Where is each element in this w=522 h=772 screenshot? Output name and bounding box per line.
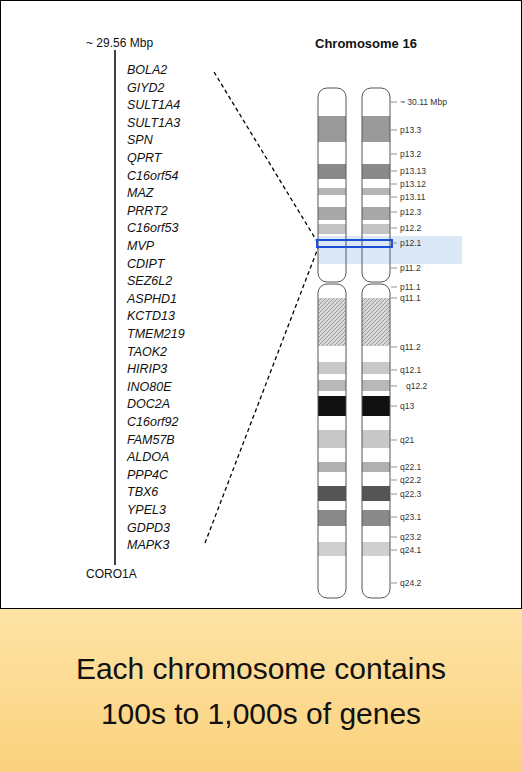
gene-name: SPN bbox=[127, 133, 153, 147]
band-label: q12.2 bbox=[406, 381, 427, 391]
gene-name: PPP4C bbox=[127, 468, 168, 482]
gene-name: PRRT2 bbox=[127, 204, 168, 218]
band-label: ~ 30.11 Mbp bbox=[400, 97, 447, 107]
band-label: p13.2 bbox=[400, 149, 421, 159]
gene-name: C16orf54 bbox=[127, 169, 178, 183]
band-label: q23.2 bbox=[400, 532, 421, 542]
caption-band: Each chromosome contains 100s to 1,000s … bbox=[0, 609, 522, 772]
band-label: p12.1 bbox=[400, 238, 421, 248]
band-label: q24.1 bbox=[400, 545, 421, 555]
band-label: p13.12 bbox=[400, 179, 426, 189]
band-label: q22.3 bbox=[400, 489, 421, 499]
gene-name: TMEM219 bbox=[127, 327, 185, 341]
chromosome-title: Chromosome 16 bbox=[315, 36, 417, 52]
band-label: q22.2 bbox=[400, 475, 421, 485]
gene-name: MAPK3 bbox=[127, 538, 169, 552]
caption-text: Each chromosome contains 100s to 1,000s … bbox=[41, 646, 481, 736]
gene-name: TAOK2 bbox=[127, 345, 167, 359]
scale-line bbox=[114, 50, 116, 565]
band-label: q22.1 bbox=[400, 462, 421, 472]
band-label: q11.1 bbox=[400, 293, 421, 303]
band-label: p12.3 bbox=[400, 207, 421, 217]
gene-name: BOLA2 bbox=[127, 63, 167, 77]
coordinate-label: CORO1A bbox=[86, 567, 137, 581]
gene-name: DOC2A bbox=[127, 397, 170, 411]
band-label: p11.2 bbox=[400, 263, 421, 273]
zoom-line bbox=[205, 248, 318, 543]
gene-name: GDPD3 bbox=[127, 521, 170, 535]
gene-name: CDIPT bbox=[127, 257, 165, 271]
band-label: q21 bbox=[400, 435, 414, 445]
gene-name: TBX6 bbox=[127, 485, 158, 499]
gene-name: QPRT bbox=[127, 151, 162, 165]
gene-name: GIYD2 bbox=[127, 81, 165, 95]
band-label: q23.1 bbox=[400, 512, 421, 522]
coordinate-label: ~ 29.56 Mbp bbox=[86, 36, 153, 50]
gene-name: INO80E bbox=[127, 380, 171, 394]
gene-name: ALDOA bbox=[127, 450, 169, 464]
gene-name: FAM57B bbox=[127, 433, 175, 447]
band-label: p13.11 bbox=[400, 192, 425, 202]
gene-name: SEZ6L2 bbox=[127, 274, 172, 288]
gene-name: MAZ bbox=[127, 186, 153, 200]
band-label: p13.3 bbox=[400, 125, 421, 135]
gene-name: MVP bbox=[127, 239, 154, 253]
selection-box bbox=[317, 240, 392, 247]
band-label: p12.2 bbox=[400, 223, 421, 233]
gene-name: ASPHD1 bbox=[127, 292, 177, 306]
band-label: q24.2 bbox=[400, 578, 421, 588]
gene-name: SULT1A3 bbox=[127, 116, 180, 130]
band-label: q13 bbox=[400, 401, 414, 411]
zoom-line bbox=[214, 72, 318, 243]
gene-name: C16orf92 bbox=[127, 415, 178, 429]
gene-name: YPEL3 bbox=[127, 503, 166, 517]
band-label: p13.13 bbox=[400, 166, 426, 176]
gene-name: HIRIP3 bbox=[127, 362, 167, 376]
gene-name: SULT1A4 bbox=[127, 98, 180, 112]
gene-name: KCTD13 bbox=[127, 309, 175, 323]
band-label: p11.1 bbox=[400, 282, 421, 292]
gene-name: C16orf53 bbox=[127, 221, 178, 235]
band-label: q11.2 bbox=[400, 342, 421, 352]
frame bbox=[1, 1, 522, 609]
band-label: q12.1 bbox=[400, 365, 421, 375]
